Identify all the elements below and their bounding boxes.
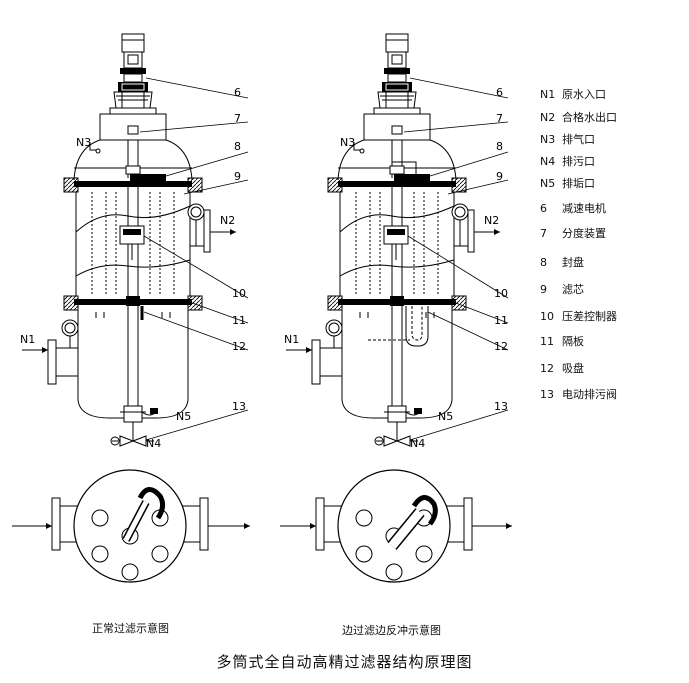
leaders-right — [403, 77, 509, 441]
legend-text: 电动排污阀 — [562, 388, 617, 401]
label-10-right: 10 — [494, 287, 508, 300]
label-9-left: 9 — [234, 170, 241, 183]
label-n5-right: N5 — [438, 410, 453, 423]
label-10-left: 10 — [232, 287, 246, 300]
legend-text: 滤芯 — [562, 283, 584, 296]
vessel-backwash — [285, 33, 501, 447]
legend-text: 原水入口 — [562, 88, 606, 101]
legend-code: N5 — [540, 177, 556, 190]
legend-text: 减速电机 — [562, 202, 606, 215]
label-n1-right: N1 — [284, 333, 299, 346]
label-n2-right: N2 — [484, 214, 499, 227]
label-7-left: 7 — [234, 112, 241, 125]
legend-text: 封盘 — [562, 256, 584, 269]
legend-text: 吸盘 — [562, 362, 584, 375]
legend-code: 12 — [540, 362, 554, 375]
label-9-right: 9 — [496, 170, 503, 183]
label-13-left: 13 — [232, 400, 246, 413]
legend-code: N3 — [540, 133, 556, 146]
legend-text: 排污口 — [562, 155, 595, 168]
caption-normal-filtration: 正常过滤示意图 — [92, 622, 169, 635]
legend-code: 7 — [540, 227, 547, 240]
plan-view-backwash — [280, 469, 512, 583]
legend-code: N4 — [540, 155, 556, 168]
label-n4-left: N4 — [146, 437, 161, 450]
label-11-left: 11 — [232, 314, 246, 327]
legend-code: 8 — [540, 256, 547, 269]
label-n3-left: N3 — [76, 136, 91, 149]
legend-code: N1 — [540, 88, 556, 101]
vessel-normal-filtration — [21, 33, 237, 447]
label-12-left: 12 — [232, 340, 246, 353]
label-n3-right: N3 — [340, 136, 355, 149]
legend-text: 隔板 — [562, 335, 584, 348]
legend-code: 13 — [540, 388, 554, 401]
leaders-left — [139, 77, 249, 441]
legend-code: 11 — [540, 335, 554, 348]
legend-text: 压差控制器 — [562, 310, 617, 323]
label-6-right: 6 — [496, 86, 503, 99]
label-n1-left: N1 — [20, 333, 35, 346]
legend-code: 9 — [540, 283, 547, 296]
label-n4-right: N4 — [410, 437, 425, 450]
plan-view-normal — [12, 469, 250, 583]
legend-text: 合格水出口 — [562, 111, 617, 124]
legend-code: N2 — [540, 111, 556, 124]
label-6-left: 6 — [234, 86, 241, 99]
label-13-right: 13 — [494, 400, 508, 413]
caption-backwash: 边过滤边反冲示意图 — [342, 624, 441, 637]
legend-text: 排垢口 — [562, 177, 595, 190]
label-11-right: 11 — [494, 314, 508, 327]
label-8-left: 8 — [234, 140, 241, 153]
label-n2-left: N2 — [220, 214, 235, 227]
legend-text: 排气口 — [562, 133, 595, 146]
legend-text: 分度装置 — [562, 227, 606, 240]
diagram-title: 多筒式全自动高精过滤器结构原理图 — [216, 653, 473, 671]
legend-code: 10 — [540, 310, 554, 323]
label-12-right: 12 — [494, 340, 508, 353]
label-8-right: 8 — [496, 140, 503, 153]
label-7-right: 7 — [496, 112, 503, 125]
legend-code: 6 — [540, 202, 547, 215]
label-n5-left: N5 — [176, 410, 191, 423]
